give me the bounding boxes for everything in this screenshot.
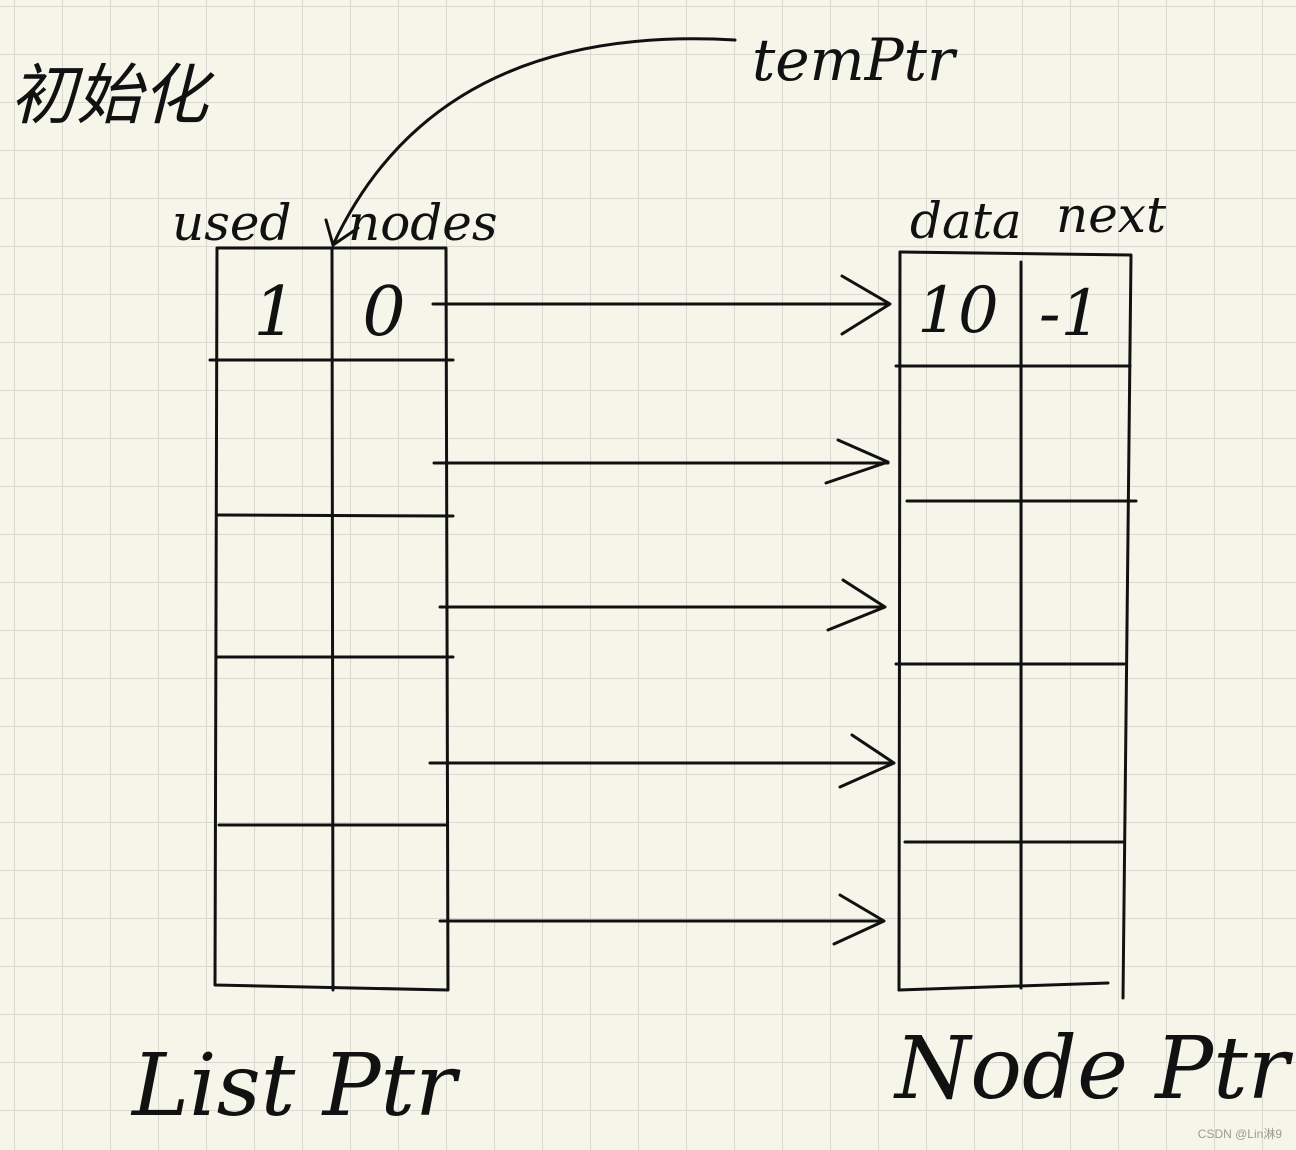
node-header-data: data bbox=[910, 192, 1022, 250]
link-arrow bbox=[432, 438, 890, 485]
list-cell-used: 1 bbox=[253, 273, 296, 352]
link-arrow bbox=[438, 578, 887, 632]
pointer-label: temPtr bbox=[752, 26, 958, 94]
list-header-nodes: nodes bbox=[348, 194, 498, 252]
node-cell-data: 10 bbox=[917, 274, 998, 348]
link-arrow bbox=[431, 274, 892, 336]
watermark: CSDN @Lin淋9 bbox=[1197, 1127, 1282, 1141]
node-table bbox=[894, 250, 1138, 1000]
node-table-name: Node Ptr bbox=[893, 1019, 1294, 1119]
link-arrow bbox=[438, 893, 886, 946]
list-table-name: List Ptr bbox=[130, 1036, 461, 1136]
pointer-curve bbox=[331, 37, 737, 247]
node-header-next: next bbox=[1056, 186, 1167, 244]
list-header-used: used bbox=[172, 194, 291, 252]
page-title: 初始化 bbox=[10, 57, 215, 134]
link-arrow bbox=[428, 733, 896, 789]
list-table bbox=[208, 246, 455, 992]
node-cell-next: -1 bbox=[1039, 277, 1101, 351]
pointer-arrowhead bbox=[324, 218, 360, 247]
list-cell-nodes: 0 bbox=[362, 273, 405, 352]
